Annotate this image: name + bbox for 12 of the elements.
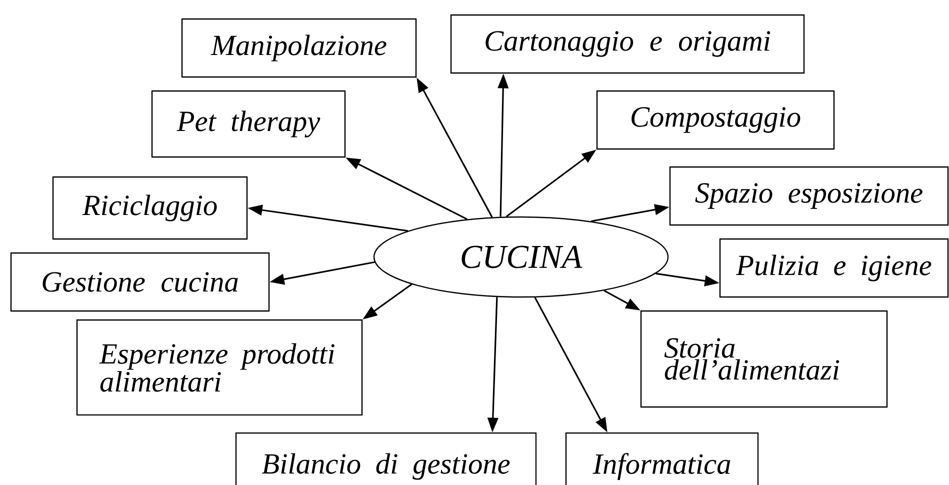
topic-box: Storia dell’alimentazi (640, 310, 888, 408)
topic-box: Bilancio di gestione (235, 432, 537, 485)
topic-box: Manipolazione (181, 18, 417, 78)
topic-box: Gestione cucina (10, 252, 270, 312)
topic-box: Cartonaggio e origami (450, 14, 805, 74)
topic-box: Esperienze prodotti alimentari (76, 319, 363, 416)
topic-box: Pulizia e igiene (719, 238, 949, 298)
topic-box: Compostaggio (596, 90, 835, 150)
topic-box: Pet therapy (151, 90, 346, 158)
topic-box: Riciclaggio (52, 176, 248, 240)
topic-box: Informatica (565, 432, 759, 485)
topic-box: Spazio esposizione (669, 166, 949, 226)
